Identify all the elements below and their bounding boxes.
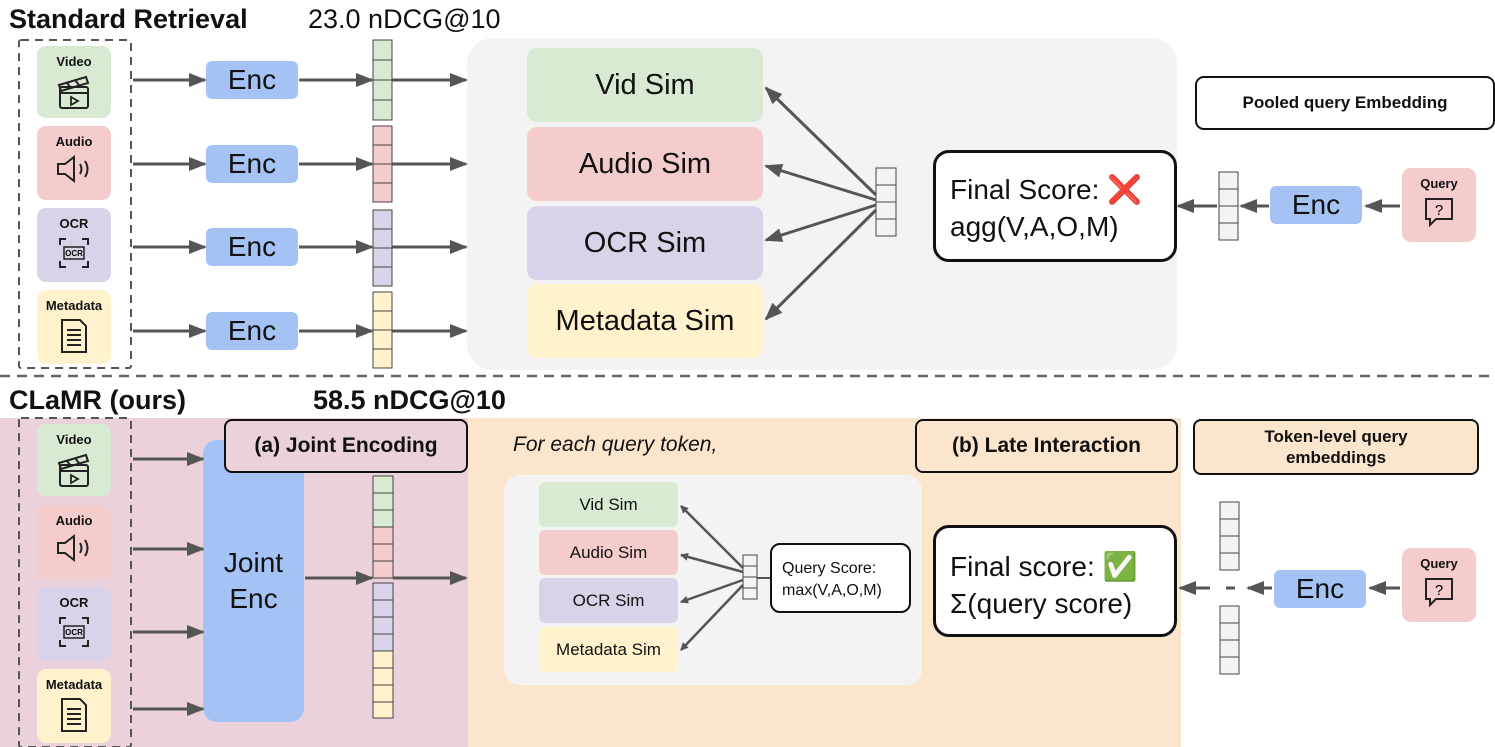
- top-metadata-card: Metadata: [37, 290, 111, 364]
- top-enc-ocr: Enc: [206, 228, 298, 266]
- top-score: 23.0 nDCG@10: [308, 4, 501, 34]
- ocr-icon-text: OCR: [65, 249, 83, 258]
- top-vid-sim: Vid Sim: [527, 48, 763, 122]
- bottom-modality-group: [18, 417, 132, 747]
- pooled-query-label: Pooled query Embedding: [1195, 76, 1495, 130]
- clapperboard-icon: [57, 453, 90, 487]
- top-ocr-card: OCR OCR: [37, 208, 111, 282]
- query-score-box: Query Score: max(V,A,O,M): [770, 543, 911, 613]
- bottom-final-formula: Σ(query score): [950, 588, 1133, 619]
- question-bubble-icon: ?: [1425, 578, 1453, 608]
- bottom-final-label: Final score:: [950, 551, 1095, 582]
- top-final-formula: agg(V,A,O,M): [950, 211, 1119, 242]
- clapperboard-icon: [57, 75, 90, 109]
- top-final-label: Final Score:: [950, 174, 1100, 205]
- bottom-title: CLaMR (ours): [9, 385, 186, 415]
- question-mark-text: ?: [1435, 582, 1443, 599]
- top-video-card: Video: [37, 46, 111, 118]
- bottom-video-card: Video: [37, 424, 111, 496]
- document-icon: [61, 319, 87, 353]
- bottom-metadata-card: Metadata: [37, 669, 111, 743]
- bottom-final-score-box: Final score: ✅ Σ(query score): [933, 525, 1177, 637]
- bottom-query-enc: Enc: [1274, 570, 1366, 608]
- bottom-audio-sim: Audio Sim: [539, 530, 678, 575]
- bottom-ocr-sim: OCR Sim: [539, 578, 678, 623]
- check-mark-icon: ✅: [1102, 551, 1138, 582]
- ocr-scan-icon: OCR: [59, 617, 89, 647]
- joint-encoding-tag: (a) Joint Encoding: [224, 419, 468, 473]
- top-enc-metadata: Enc: [206, 312, 298, 350]
- top-query-card: Query ?: [1402, 168, 1476, 242]
- bottom-ocr-card: OCR OCR: [37, 587, 111, 661]
- for-each-query-token: For each query token,: [513, 433, 718, 456]
- top-audio-card: Audio: [37, 126, 111, 200]
- late-interaction-tag: (b) Late Interaction: [915, 419, 1178, 473]
- bottom-score: 58.5 nDCG@10: [313, 385, 506, 415]
- top-audio-sim: Audio Sim: [527, 127, 763, 201]
- joint-encoder: Joint Enc: [203, 440, 304, 722]
- top-metadata-sim: Metadata Sim: [527, 284, 763, 358]
- top-enc-video: Enc: [206, 61, 298, 99]
- bottom-vid-sim: Vid Sim: [539, 482, 678, 527]
- token-level-query-label: Token-level query embeddings: [1193, 419, 1479, 475]
- question-bubble-icon: ?: [1425, 198, 1453, 228]
- top-ocr-sim: OCR Sim: [527, 206, 763, 280]
- question-mark-text: ?: [1435, 202, 1443, 219]
- top-title: Standard Retrieval: [9, 4, 248, 34]
- bottom-audio-card: Audio: [37, 505, 111, 579]
- bottom-query-card: Query ?: [1402, 548, 1476, 622]
- bottom-metadata-sim: Metadata Sim: [539, 627, 678, 672]
- top-enc-audio: Enc: [206, 145, 298, 183]
- document-icon: [61, 698, 87, 732]
- cross-mark-icon: ❌: [1107, 174, 1143, 205]
- ocr-scan-icon: OCR: [59, 238, 89, 268]
- top-query-enc: Enc: [1270, 186, 1362, 224]
- speaker-icon: [57, 533, 89, 563]
- speaker-icon: [57, 154, 89, 184]
- ocr-icon-text: OCR: [65, 628, 83, 637]
- top-final-score-box: Final Score: ❌ agg(V,A,O,M): [933, 150, 1177, 262]
- top-modality-group: [18, 39, 132, 369]
